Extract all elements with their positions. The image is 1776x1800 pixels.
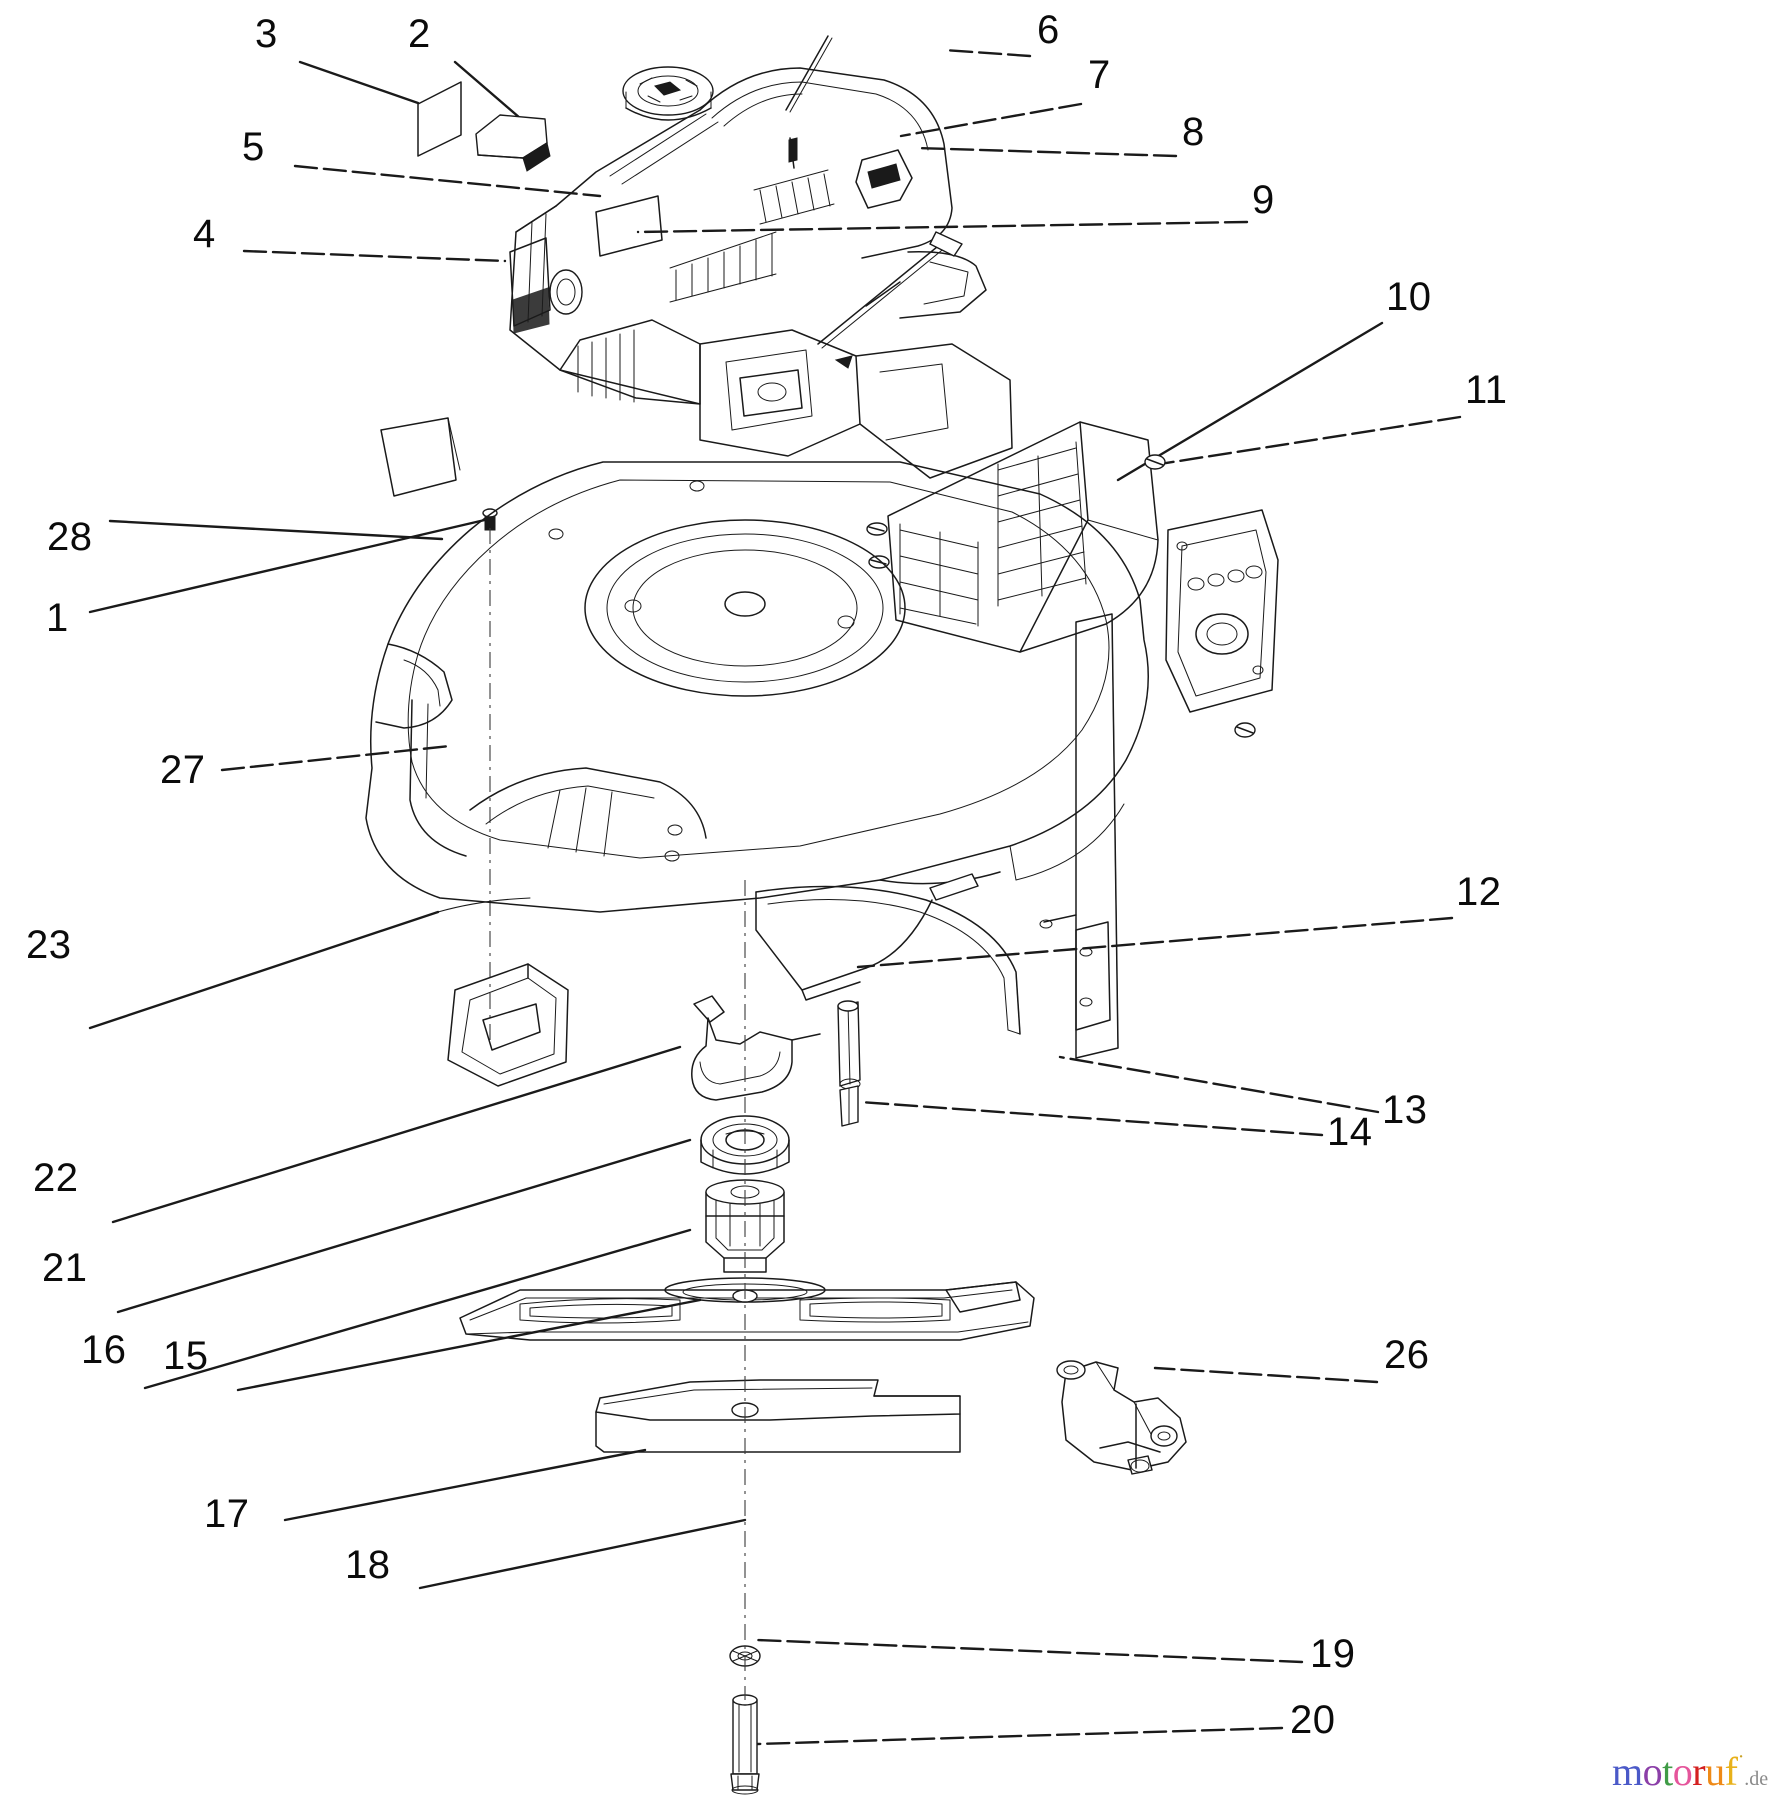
leader-line-2 bbox=[453, 60, 522, 120]
part-28-decal bbox=[380, 417, 461, 497]
callout-number-19: 19 bbox=[1310, 1632, 1356, 1676]
watermark-letter: u bbox=[1705, 1749, 1725, 1794]
leader-line-6 bbox=[942, 48, 1032, 58]
part-22-deflector bbox=[447, 963, 569, 1087]
callout-number-16: 16 bbox=[81, 1328, 127, 1372]
callout-number-17: 17 bbox=[204, 1492, 250, 1536]
part-26-height-adjust-bracket bbox=[1056, 1360, 1187, 1475]
watermark-letter: t bbox=[1662, 1749, 1673, 1794]
callout-number-3: 3 bbox=[255, 12, 278, 56]
leader-line-9 bbox=[636, 220, 1249, 234]
leader-line-5 bbox=[293, 164, 602, 198]
part-11-screw-upper bbox=[1144, 454, 1166, 470]
part-20-blade-bolt bbox=[730, 1694, 760, 1795]
callout-number-28: 28 bbox=[47, 515, 93, 559]
leader-line-8 bbox=[915, 146, 1178, 158]
leader-line-22 bbox=[111, 1045, 682, 1224]
leader-lines bbox=[88, 48, 1462, 1746]
part-18-blade-stiffener bbox=[595, 1379, 961, 1453]
watermark-dot: ˙ bbox=[1737, 1750, 1745, 1775]
engine-assembly bbox=[509, 35, 1013, 569]
leader-line-18 bbox=[418, 1518, 747, 1590]
engine-top-vents bbox=[753, 169, 835, 225]
engine-side-vents bbox=[669, 231, 777, 303]
motoruf-watermark: motoruf˙.de bbox=[1612, 1752, 1768, 1792]
leader-line-3 bbox=[298, 60, 420, 105]
part-10-rear-guard bbox=[887, 421, 1166, 653]
callout-number-12: 12 bbox=[1456, 870, 1502, 914]
watermark-letter: m bbox=[1612, 1749, 1643, 1794]
part-7-engine-shroud bbox=[555, 67, 953, 259]
leader-line-11 bbox=[1145, 415, 1462, 468]
callout-number-10: 10 bbox=[1386, 275, 1432, 319]
part-14-spacer-sleeve bbox=[837, 1000, 861, 1127]
side-plate-screw bbox=[1234, 722, 1256, 738]
watermark-letter: o bbox=[1672, 1749, 1693, 1794]
callout-number-15: 15 bbox=[163, 1334, 209, 1378]
callout-number-11: 11 bbox=[1465, 368, 1508, 412]
callout-number-9: 9 bbox=[1252, 178, 1275, 222]
callout-number-7: 7 bbox=[1088, 53, 1111, 97]
leader-line-23 bbox=[88, 910, 440, 1030]
watermark-letter: o bbox=[1642, 1749, 1663, 1794]
leader-line-1 bbox=[88, 517, 491, 614]
callout-number-21: 21 bbox=[42, 1246, 88, 1290]
leader-line-10 bbox=[1116, 321, 1384, 482]
engine-mount-fasteners bbox=[866, 522, 890, 569]
part-27-mower-housing bbox=[365, 461, 1149, 913]
leader-line-19 bbox=[755, 1638, 1304, 1664]
watermark-letter: r bbox=[1692, 1749, 1706, 1794]
leader-line-21 bbox=[116, 1138, 692, 1314]
callout-number-23: 23 bbox=[26, 923, 72, 967]
part-5-recoil-cover bbox=[509, 169, 835, 405]
part-10-side-mount-plate bbox=[1165, 509, 1279, 738]
part-8-control-lever bbox=[788, 137, 913, 209]
part-12-blade-shield bbox=[755, 873, 1021, 1035]
callout-number-4: 4 bbox=[193, 212, 216, 256]
part-21-blade-brake-bracket bbox=[691, 995, 821, 1101]
leader-line-20 bbox=[755, 1726, 1284, 1746]
leader-line-17 bbox=[283, 1448, 647, 1522]
callout-number-1: 1 bbox=[46, 596, 69, 640]
callout-number-26: 26 bbox=[1384, 1333, 1430, 1377]
engine-cylinder-block bbox=[559, 231, 1013, 479]
callout-number-8: 8 bbox=[1182, 110, 1205, 154]
leader-line-14 bbox=[858, 1100, 1324, 1137]
part-13-rear-bracket bbox=[1039, 613, 1119, 1059]
watermark-tld: .de bbox=[1744, 1768, 1769, 1790]
part-2-block bbox=[475, 114, 551, 172]
callout-number-18: 18 bbox=[345, 1543, 391, 1587]
part-23-front-skirt bbox=[437, 897, 531, 913]
callout-number-2: 2 bbox=[408, 12, 431, 56]
callout-number-5: 5 bbox=[242, 125, 265, 169]
part-1-pin bbox=[482, 508, 498, 1040]
callout-number-27: 27 bbox=[160, 748, 206, 792]
leader-line-7 bbox=[899, 102, 1083, 138]
leader-line-28 bbox=[108, 519, 444, 541]
callout-number-22: 22 bbox=[33, 1156, 79, 1200]
callout-number-6: 6 bbox=[1037, 8, 1060, 52]
callout-number-20: 20 bbox=[1290, 1698, 1336, 1742]
leader-line-16 bbox=[143, 1228, 692, 1390]
leader-line-26 bbox=[1153, 1366, 1379, 1384]
leader-line-15 bbox=[236, 1298, 702, 1392]
callout-number-13: 13 bbox=[1382, 1088, 1428, 1132]
part-3-decal bbox=[417, 81, 462, 157]
part-6-fuel-cap bbox=[622, 35, 833, 121]
leader-line-12 bbox=[856, 916, 1454, 969]
leader-line-27 bbox=[220, 744, 452, 772]
watermark-letter: f bbox=[1724, 1749, 1738, 1794]
leader-line-4 bbox=[242, 249, 507, 263]
leader-line-13 bbox=[1058, 1055, 1380, 1114]
callout-number-14: 14 bbox=[1327, 1110, 1373, 1154]
